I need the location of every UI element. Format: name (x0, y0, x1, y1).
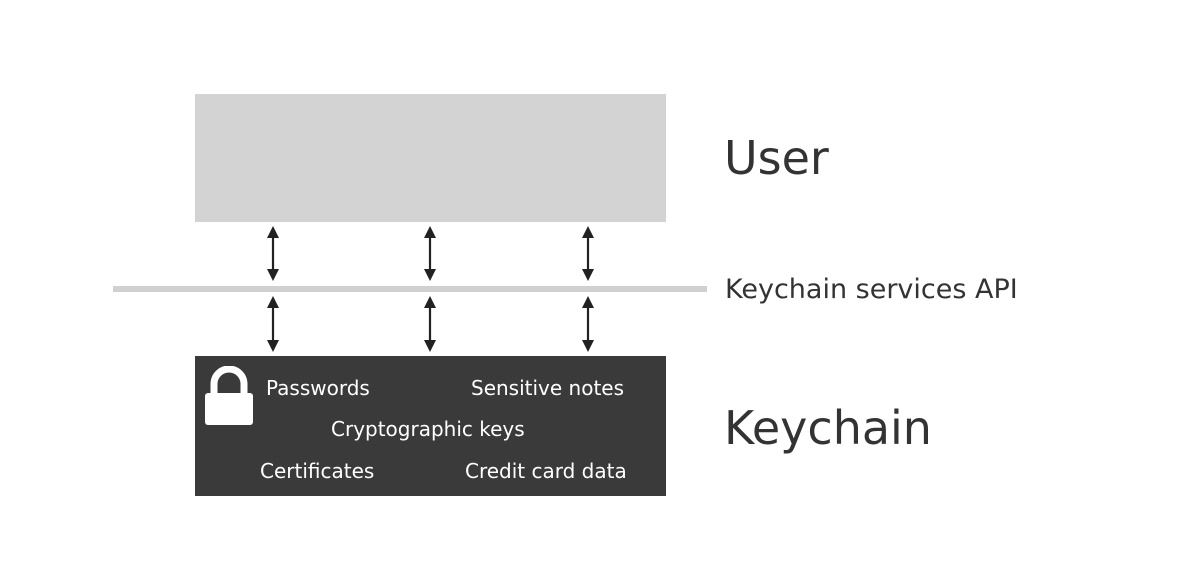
api-label: Keychain services API (725, 274, 1018, 305)
api-boundary-line (113, 286, 707, 292)
double-arrow-icon-lower-right (582, 296, 594, 352)
user-layer-box (195, 94, 666, 222)
keychain-item-credit-card-data: Credit card data (465, 459, 627, 483)
double-arrow-icon-lower-left (267, 296, 279, 352)
keychain-layer-box (195, 356, 666, 496)
keychain-label: Keychain (724, 401, 932, 455)
double-arrow-icon-lower-middle (424, 296, 436, 352)
user-label: User (724, 131, 829, 185)
double-arrow-icon-upper-left (267, 226, 279, 281)
keychain-item-cryptographic-keys: Cryptographic keys (331, 417, 525, 441)
double-arrow-icon-upper-middle (424, 226, 436, 281)
keychain-item-passwords: Passwords (266, 376, 370, 400)
lock-icon (205, 366, 253, 425)
double-arrow-icon-upper-right (582, 226, 594, 281)
keychain-item-certificates: Certificates (260, 459, 375, 483)
keychain-item-sensitive-notes: Sensitive notes (471, 376, 625, 400)
